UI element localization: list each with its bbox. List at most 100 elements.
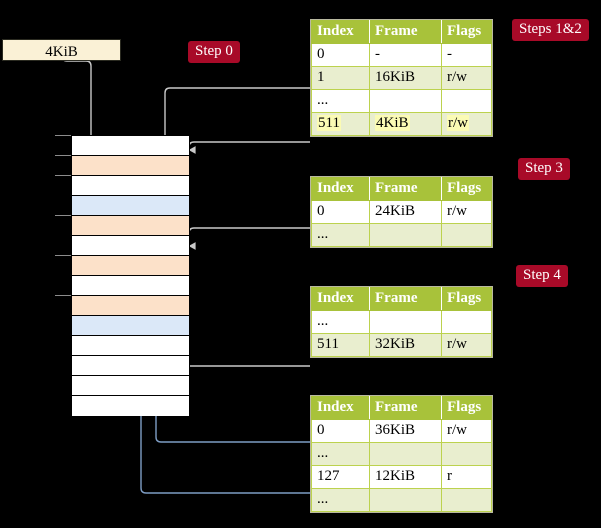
column-header-index: Index — [311, 177, 370, 201]
cell-flags: r/w — [441, 333, 492, 357]
cell-index: 511 — [311, 333, 370, 357]
column-header-flags: Flags — [441, 20, 492, 44]
memory-frame-row — [72, 216, 189, 236]
cell-frame: - — [369, 43, 442, 67]
badge-step-0: Step 0 — [188, 41, 240, 64]
memory-frame-row — [72, 356, 189, 376]
cell-flags: r/w — [441, 112, 492, 136]
wire-step4 — [180, 286, 310, 367]
table-row: 511 4KiB r/w — [311, 112, 492, 136]
cell-index: 0 — [311, 200, 370, 224]
physical-memory-frames — [71, 135, 190, 416]
column-header-frame: Frame — [369, 20, 442, 44]
column-header-flags: Flags — [441, 396, 492, 420]
cell-frame: 36KiB — [369, 419, 442, 443]
cell-flags — [441, 488, 492, 512]
cell-flags: r/w — [441, 66, 492, 90]
frame-tick — [55, 135, 71, 136]
badge-step-3: Step 3 — [518, 158, 570, 181]
cell-flags: r/w — [441, 200, 492, 224]
highlighted-value: 4KiB — [375, 115, 410, 131]
table-row: ... — [311, 310, 492, 334]
cell-index: 127 — [311, 465, 370, 489]
cell-frame — [369, 89, 442, 113]
cell-index: 511 — [311, 112, 370, 136]
cell-index: 0 — [311, 43, 370, 67]
memory-frame-row — [72, 396, 189, 416]
virtual-address-label: 4KiB — [45, 44, 78, 60]
cell-frame: 12KiB — [369, 465, 442, 489]
cell-flags: r — [441, 465, 492, 489]
cell-index: 1 — [311, 66, 370, 90]
memory-frame-row — [72, 316, 189, 336]
cell-index: ... — [311, 89, 370, 113]
column-header-flags: Flags — [441, 177, 492, 201]
frame-tick — [55, 255, 71, 256]
cell-frame: 24KiB — [369, 200, 442, 224]
frame-tick — [55, 155, 71, 156]
cell-flags — [441, 442, 492, 466]
cell-flags — [441, 89, 492, 113]
cell-index: ... — [311, 442, 370, 466]
table-header-row: Index Frame Flags — [311, 20, 492, 44]
table-row: 0-- — [311, 43, 492, 67]
table-header-row: Index Frame Flags — [311, 177, 492, 201]
memory-frame-row — [72, 376, 189, 396]
cell-index: 0 — [311, 419, 370, 443]
memory-frame-row — [72, 336, 189, 356]
column-header-index: Index — [311, 287, 370, 311]
cell-flags — [441, 223, 492, 247]
memory-frame-row — [72, 196, 189, 216]
cell-frame — [369, 442, 442, 466]
cell-flags: - — [441, 43, 492, 67]
cell-flags: r/w — [441, 419, 492, 443]
cell-frame: 32KiB — [369, 333, 442, 357]
table-header-row: Index Frame Flags — [311, 396, 492, 420]
cell-frame — [369, 488, 442, 512]
highlighted-value: r/w — [447, 115, 469, 131]
wire-step3 — [188, 227, 310, 250]
cell-index: ... — [311, 488, 370, 512]
column-header-frame: Frame — [369, 177, 442, 201]
badge-step-4: Step 4 — [516, 265, 568, 288]
frame-tick — [55, 215, 71, 216]
badge-steps-1-2: Steps 1&2 — [512, 19, 589, 42]
column-header-frame: Frame — [369, 287, 442, 311]
cell-index: ... — [311, 223, 370, 247]
cell-frame — [369, 223, 442, 247]
table-row: ... — [311, 442, 492, 466]
memory-frame-row — [72, 276, 189, 296]
memory-frame-row — [72, 156, 189, 176]
frame-tick — [55, 175, 71, 176]
memory-frame-row — [72, 236, 189, 256]
frame-tick — [55, 295, 71, 296]
column-header-flags: Flags — [441, 287, 492, 311]
column-header-index: Index — [311, 396, 370, 420]
table-row: ... — [311, 223, 492, 247]
table-header-row: Index Frame Flags — [311, 287, 492, 311]
cell-frame: 4KiB — [369, 112, 442, 136]
memory-frame-row — [72, 256, 189, 276]
virtual-address-box: 4KiB — [2, 39, 121, 61]
cell-index: ... — [311, 310, 370, 334]
column-header-index: Index — [311, 20, 370, 44]
highlighted-value: 511 — [317, 115, 341, 131]
memory-frame-row — [72, 176, 189, 196]
table-row: ... — [311, 89, 492, 113]
memory-frame-row — [72, 136, 189, 156]
table-row: ... — [311, 488, 492, 512]
column-header-frame: Frame — [369, 396, 442, 420]
memory-frame-row — [72, 296, 189, 316]
cell-frame: 16KiB — [369, 66, 442, 90]
wire-steps12-511 — [188, 141, 310, 154]
